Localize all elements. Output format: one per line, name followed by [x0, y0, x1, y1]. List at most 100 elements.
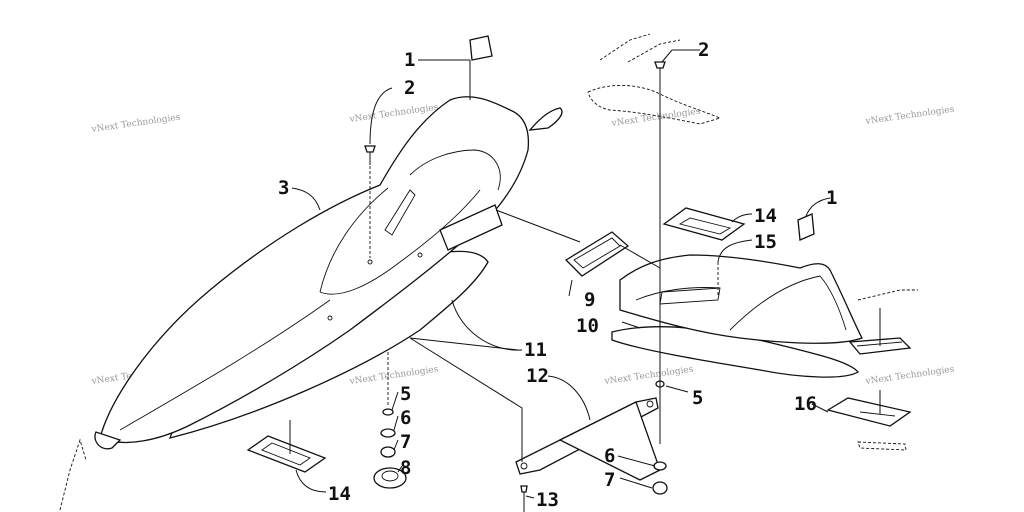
- callout-label: 9: [584, 289, 595, 311]
- leader-line: [619, 244, 661, 269]
- callout-label: 15: [754, 231, 777, 253]
- screw-part: [520, 485, 528, 512]
- watermark-text: vNext Technologies: [603, 365, 694, 388]
- callout-label: 10: [576, 315, 599, 337]
- hood-contour: [319, 187, 389, 293]
- decal-inner: [859, 411, 896, 417]
- callout-label: 1: [826, 187, 837, 209]
- leader-line: [661, 49, 673, 63]
- watermark-text: vNext Technologies: [864, 105, 955, 128]
- hood-body-part: [99, 96, 530, 444]
- leader-lines: [289, 49, 881, 499]
- hood-nose-tip: [94, 431, 122, 450]
- callout-label: 14: [754, 205, 777, 227]
- leader-line: [547, 375, 591, 421]
- emblem-right-part: [797, 213, 815, 241]
- console-handle-opening: [729, 275, 847, 331]
- callout-label: 2: [404, 77, 415, 99]
- hood-contour: [319, 189, 481, 295]
- leader-line: [391, 391, 399, 411]
- callout-label: 7: [604, 469, 615, 491]
- steering-reference: [587, 33, 722, 125]
- dashed-outline: [587, 84, 722, 125]
- leader-line: [393, 415, 399, 431]
- dashed-outline: [857, 441, 907, 451]
- washer-part: [380, 428, 396, 438]
- dashed-outline: [599, 33, 681, 63]
- alignment-line: [409, 337, 523, 462]
- callout-label: 5: [400, 383, 411, 405]
- bolt-head: [654, 61, 666, 69]
- leader-line: [731, 213, 753, 223]
- decal-16-part: [826, 397, 912, 427]
- callout-label: 3: [278, 177, 289, 199]
- callout-label: 16: [794, 393, 817, 415]
- seal-inner: [573, 237, 621, 269]
- hood-shell: [94, 96, 563, 450]
- decal-inner: [261, 442, 311, 466]
- side-vent: [384, 189, 416, 236]
- leader-line: [369, 87, 393, 145]
- nut-part: [652, 481, 668, 495]
- rivet-dot: [417, 252, 423, 258]
- console-assembly: [611, 254, 912, 378]
- fastener-stack-left: [373, 408, 407, 489]
- hood-spoiler-tip: [528, 107, 563, 131]
- callout-label: 6: [604, 445, 615, 467]
- rivet-part: [382, 408, 394, 416]
- decal-right-part: [662, 207, 746, 241]
- rivet-dot: [367, 259, 373, 265]
- bracket-part: [515, 397, 661, 481]
- screw-head: [520, 485, 528, 493]
- leader-line: [525, 495, 535, 499]
- console-contour: [635, 287, 721, 301]
- decal-plate: [826, 397, 912, 427]
- bolt-head: [364, 145, 376, 153]
- leader-line: [295, 469, 327, 493]
- callout-label: 8: [400, 457, 411, 479]
- watermark-text: vNext Technologies: [864, 365, 955, 388]
- leader-line: [619, 477, 653, 489]
- callout-label: 12: [526, 365, 549, 387]
- washer-part: [653, 461, 667, 471]
- hood-side-grille: [439, 204, 503, 251]
- decal-left-part: [246, 435, 327, 473]
- callout-label: 6: [400, 407, 411, 429]
- seal-outer: [564, 231, 630, 277]
- decal-inner: [678, 217, 732, 235]
- dashed-outline: [857, 289, 918, 301]
- leader-line: [617, 455, 656, 467]
- seal-part: [564, 231, 630, 277]
- callout-labels: 1 2 3 2 1 14 15 9 10 11 12 5 6 7 8 5 6 7…: [278, 39, 837, 511]
- rivet-dot: [520, 462, 528, 470]
- leader-line: [665, 385, 689, 393]
- callout-label: 14: [328, 483, 351, 505]
- console-body-part: [619, 254, 863, 344]
- windshield-opening: [409, 149, 501, 191]
- callout-label: 1: [404, 49, 415, 71]
- bolt-right-part: [654, 61, 666, 78]
- callout-label: 13: [536, 489, 559, 511]
- grommet-part: [373, 467, 407, 489]
- leader-line: [717, 239, 753, 263]
- leader-line: [495, 209, 581, 243]
- leader-line: [291, 187, 321, 211]
- watermark-text: vNext Technologies: [90, 113, 181, 136]
- decal-plate: [246, 435, 327, 473]
- dashed-outline: [59, 438, 87, 511]
- watermark-text: vNext Technologies: [348, 365, 439, 388]
- leader-line: [393, 439, 399, 451]
- leader-line: [805, 197, 831, 217]
- leader-line: [451, 299, 523, 351]
- emblem-left-part: [469, 35, 493, 61]
- console-recess: [659, 287, 721, 305]
- grommet-hole: [381, 470, 399, 482]
- callout-label: 2: [698, 39, 709, 61]
- leader-line: [397, 465, 403, 473]
- callout-label: 11: [524, 339, 547, 361]
- rivet-dot: [327, 315, 333, 321]
- callout-label: 5: [692, 387, 703, 409]
- leader-line: [811, 403, 829, 413]
